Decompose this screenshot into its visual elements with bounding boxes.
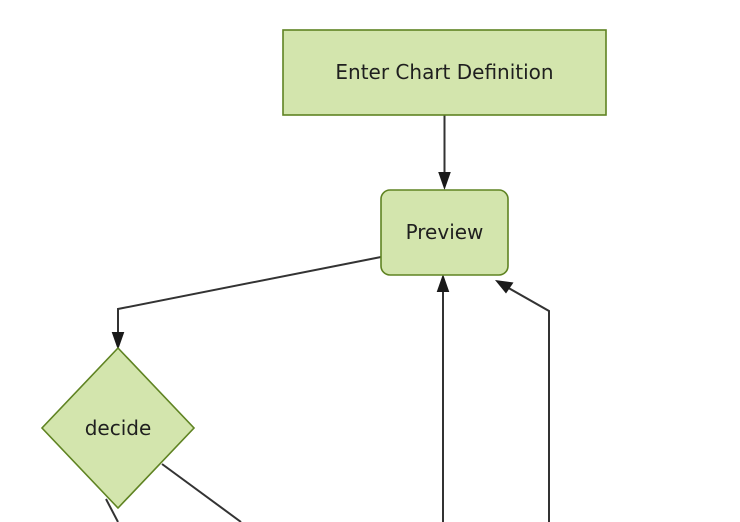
node-enter-chart-definition-label: Enter Chart Definition	[335, 60, 553, 84]
edge-decide-to-offscreen-left	[105, 498, 119, 522]
edge-bottom-center-to-preview-arrowhead	[436, 274, 450, 292]
node-decide-label: decide	[85, 416, 152, 440]
node-preview-label: Preview	[406, 220, 484, 244]
edge-layer	[105, 115, 550, 522]
edge-bottom-center-to-preview	[436, 274, 450, 522]
edge-enter-to-preview-arrowhead	[438, 172, 451, 190]
node-enter-chart-definition-shape[interactable]	[282, 29, 607, 116]
edge-preview-to-decide-line	[117, 256, 382, 338]
edge-decide-to-offscreen-left-line	[105, 498, 119, 522]
edge-bottom-right-to-preview	[495, 280, 550, 522]
edge-decide-to-offscreen-right-line	[161, 463, 242, 522]
node-preview-shape[interactable]	[380, 189, 509, 276]
node-decide[interactable]: decide	[40, 346, 196, 510]
edge-decide-to-offscreen-right	[161, 463, 242, 522]
edge-preview-to-decide-arrowhead	[111, 332, 125, 350]
node-preview[interactable]: Preview	[380, 189, 509, 276]
edge-preview-to-decide	[111, 256, 382, 350]
edge-bottom-right-to-preview-line	[504, 285, 550, 522]
node-layer: Enter Chart Definition Preview decide	[40, 29, 607, 510]
node-decide-shape[interactable]	[40, 346, 196, 510]
edge-bottom-right-to-preview-arrowhead	[495, 280, 514, 294]
node-enter-chart-definition[interactable]: Enter Chart Definition	[282, 29, 607, 116]
edge-enter-to-preview	[438, 115, 451, 190]
